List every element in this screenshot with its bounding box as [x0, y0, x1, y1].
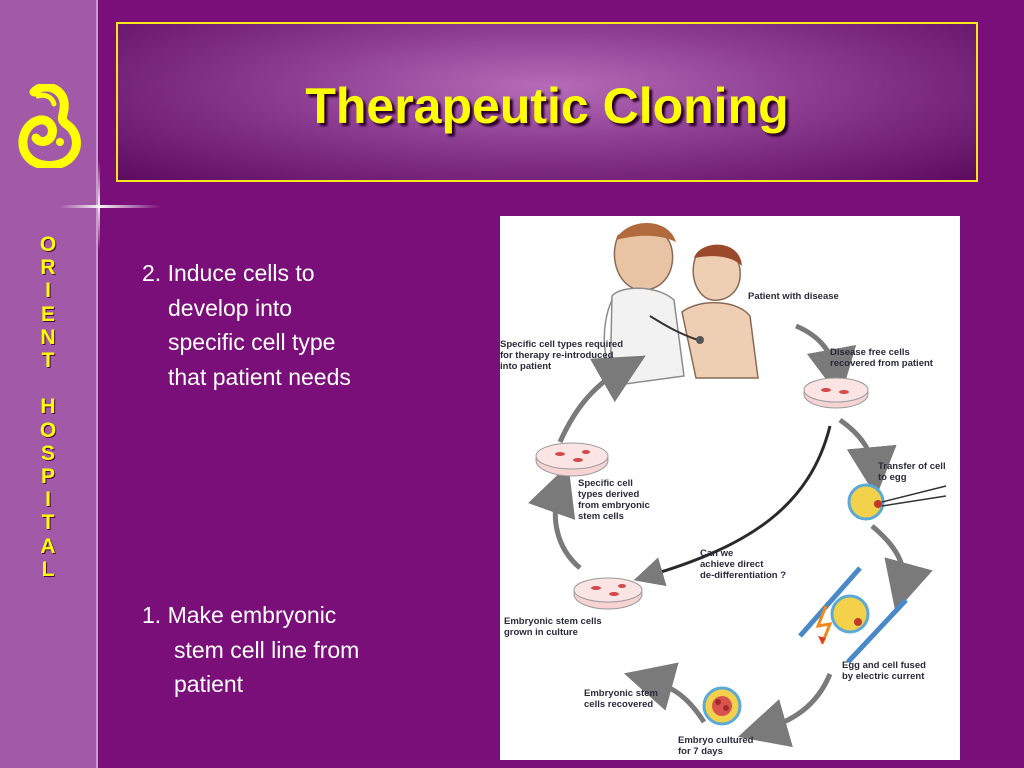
bullet-line: develop into — [168, 294, 293, 321]
bullet-line: 1. Make embryonic — [142, 602, 337, 628]
label-egg-and-cell-fused: Egg and cell fused by electric current — [842, 660, 926, 682]
label-disease-free-cells: Disease free cells recovered from patien… — [830, 347, 933, 369]
bullet-line: 2. Induce cells to — [142, 260, 315, 286]
vertical-hospital-name: O R I E N T H O S P I T A L — [0, 233, 96, 581]
sidebar-letter: P — [40, 465, 55, 489]
bullet-step-1: 1. Make embryonic stem cell line from pa… — [142, 598, 359, 702]
electric-fusion-illustration — [798, 566, 908, 664]
slide-title: Therapeutic Cloning — [305, 78, 789, 134]
sidebar-letter: O — [39, 233, 57, 256]
sidebar-letter: O — [39, 418, 57, 442]
sidebar-letter: H — [40, 395, 56, 419]
title-box: Therapeutic Cloning — [116, 22, 978, 182]
bullet-line: that patient needs — [168, 363, 351, 390]
culture-dish-disease-free — [803, 377, 869, 409]
label-cells-reintroduced: Specific cell types required for therapy… — [500, 339, 624, 372]
sidebar-letter: T — [41, 511, 55, 535]
label-patient-with-disease: Patient with disease — [748, 291, 839, 302]
sidebar-letter: A — [40, 534, 56, 558]
sidebar-letter: I — [45, 488, 51, 512]
cloning-cycle-diagram: Patient with disease Disease free cells … — [500, 216, 960, 760]
embryo-illustration — [702, 686, 742, 726]
sidebar-letter — [0, 372, 96, 395]
light-flare-vertical — [98, 160, 100, 250]
sidebar-letter: L — [41, 557, 55, 581]
sidebar-letter: N — [40, 325, 56, 349]
sidebar-letter: R — [40, 256, 56, 280]
diagram-artwork — [528, 223, 947, 748]
sidebar-letter: E — [40, 302, 55, 326]
culture-dish-stem-cells — [573, 577, 643, 610]
label-stem-cells-recovered: Embryonic stem cells recovered — [584, 688, 658, 710]
sidebar-letter: S — [40, 441, 55, 465]
label-embryo-cultured: Embryo cultured for 7 days — [678, 735, 754, 757]
doctor-and-patient-illustration — [603, 223, 759, 387]
sidebar-letter: T — [41, 349, 55, 373]
label-stem-cells-grown: Embryonic stem cells grown in culture — [504, 616, 602, 638]
label-direct-dedifferentiation: Can we achieve direct de-differentiation… — [700, 548, 787, 581]
bullet-line: specific cell type — [168, 329, 336, 355]
label-specific-cells-derived: Specific cell types derived from embryon… — [578, 478, 650, 522]
sidebar-letter: I — [45, 279, 51, 303]
bullet-step-2: 2. Induce cells to develop into specific… — [142, 256, 351, 394]
sidebar-panel: O R I E N T H O S P I T A L — [0, 0, 98, 768]
light-flare-horizontal — [60, 205, 160, 208]
bullet-line: patient — [174, 671, 244, 697]
egg-transfer-illustration — [847, 483, 947, 521]
hospital-logo-icon — [18, 84, 81, 168]
bullet-line: stem cell line from — [174, 636, 360, 663]
label-transfer-of-cell: Transfer of cell to egg — [878, 461, 946, 483]
culture-dish-specific-cells — [535, 442, 609, 477]
